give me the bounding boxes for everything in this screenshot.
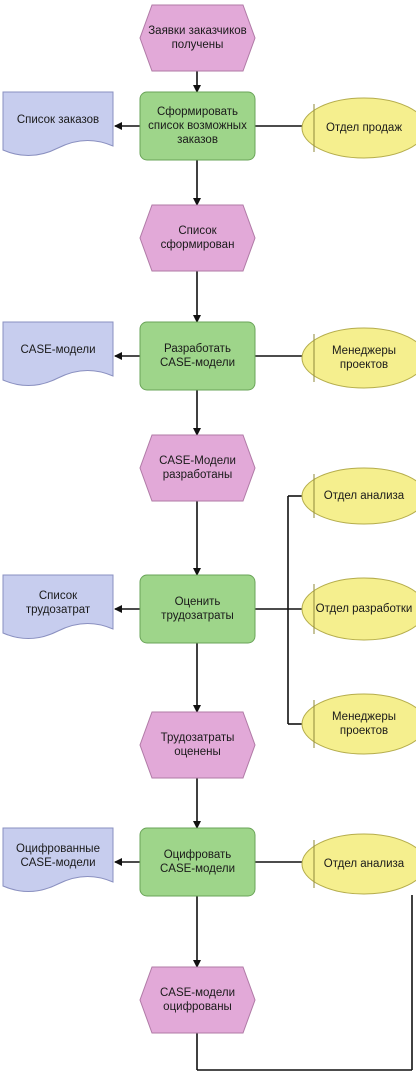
document-node bbox=[2, 827, 114, 892]
org-unit-node bbox=[301, 577, 416, 641]
function-node bbox=[139, 574, 256, 644]
event-node bbox=[139, 434, 256, 502]
org-unit-node bbox=[301, 327, 416, 389]
function-node bbox=[139, 91, 256, 161]
org-unit-node bbox=[301, 833, 416, 895]
function-node bbox=[139, 321, 256, 391]
org-unit-node bbox=[301, 467, 416, 525]
event-node bbox=[139, 711, 256, 779]
document-node bbox=[2, 574, 114, 639]
event-node bbox=[139, 204, 256, 272]
org-unit-node bbox=[301, 693, 416, 755]
function-node bbox=[139, 827, 256, 897]
org-unit-node bbox=[301, 97, 416, 159]
event-node bbox=[139, 966, 256, 1034]
event-node bbox=[139, 4, 256, 72]
document-node bbox=[2, 321, 114, 386]
document-node bbox=[2, 91, 114, 156]
